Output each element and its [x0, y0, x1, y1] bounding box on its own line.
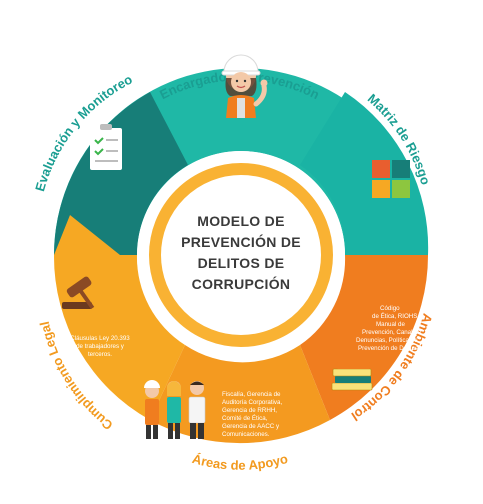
svg-text:Comunicaciones.: Comunicaciones. — [222, 431, 270, 438]
legal-text: Cláusulas Ley 20.393 de trabajadores y t… — [70, 335, 130, 358]
svg-text:Auditoría Corporativa,: Auditoría Corporativa, — [222, 399, 282, 406]
apoyo-text: Fiscalía, Gerencia de Auditoría Corporat… — [222, 391, 282, 438]
yellow-ring — [149, 163, 333, 347]
label-apoyo: Áreas de Apoyo — [191, 451, 290, 473]
svg-text:Cláusulas Ley 20.393: Cláusulas Ley 20.393 — [70, 335, 130, 342]
clipboard-icon — [90, 124, 122, 170]
svg-text:Prevención, Canal de: Prevención, Canal de — [362, 329, 422, 336]
center-title: MODELO DE PREVENCIÓN DE DELITOS DE CORRU… — [181, 213, 301, 292]
svg-text:Gerencia de AACC y: Gerencia de AACC y — [222, 423, 280, 430]
svg-text:Prevención de Delitos.: Prevención de Delitos. — [358, 345, 420, 352]
svg-text:de trabajadores y: de trabajadores y — [76, 343, 125, 350]
svg-text:Código: Código — [380, 305, 400, 312]
svg-text:Denuncias, Política de: Denuncias, Política de — [356, 337, 418, 344]
svg-text:Manual de: Manual de — [376, 321, 405, 328]
svg-text:terceros.: terceros. — [88, 351, 112, 358]
svg-text:DELITOS DE: DELITOS DE — [198, 255, 285, 271]
segment-evaluacion — [54, 92, 188, 255]
team-icon — [144, 380, 206, 439]
svg-text:Fiscalía, Gerencia de: Fiscalía, Gerencia de — [222, 391, 281, 398]
control-text: Código de Ética, RIOHS, Manual de Preven… — [356, 305, 422, 352]
svg-text:Gerencia de RRHH,: Gerencia de RRHH, — [222, 407, 277, 414]
svg-text:CORRUPCIÓN: CORRUPCIÓN — [192, 275, 291, 292]
books-icon — [331, 362, 373, 391]
segment-ambiente — [300, 255, 429, 420]
engineer-icon — [221, 54, 268, 118]
gavel-icon — [62, 276, 95, 310]
quadrant-icon — [372, 160, 410, 198]
svg-text:de Ética, RIOHS,: de Ética, RIOHS, — [372, 313, 419, 320]
segment-matriz — [300, 92, 429, 255]
svg-text:PREVENCIÓN DE: PREVENCIÓN DE — [181, 233, 301, 250]
svg-text:Comité de Ética,: Comité de Ética, — [222, 415, 268, 422]
svg-text:MODELO DE: MODELO DE — [197, 213, 284, 229]
